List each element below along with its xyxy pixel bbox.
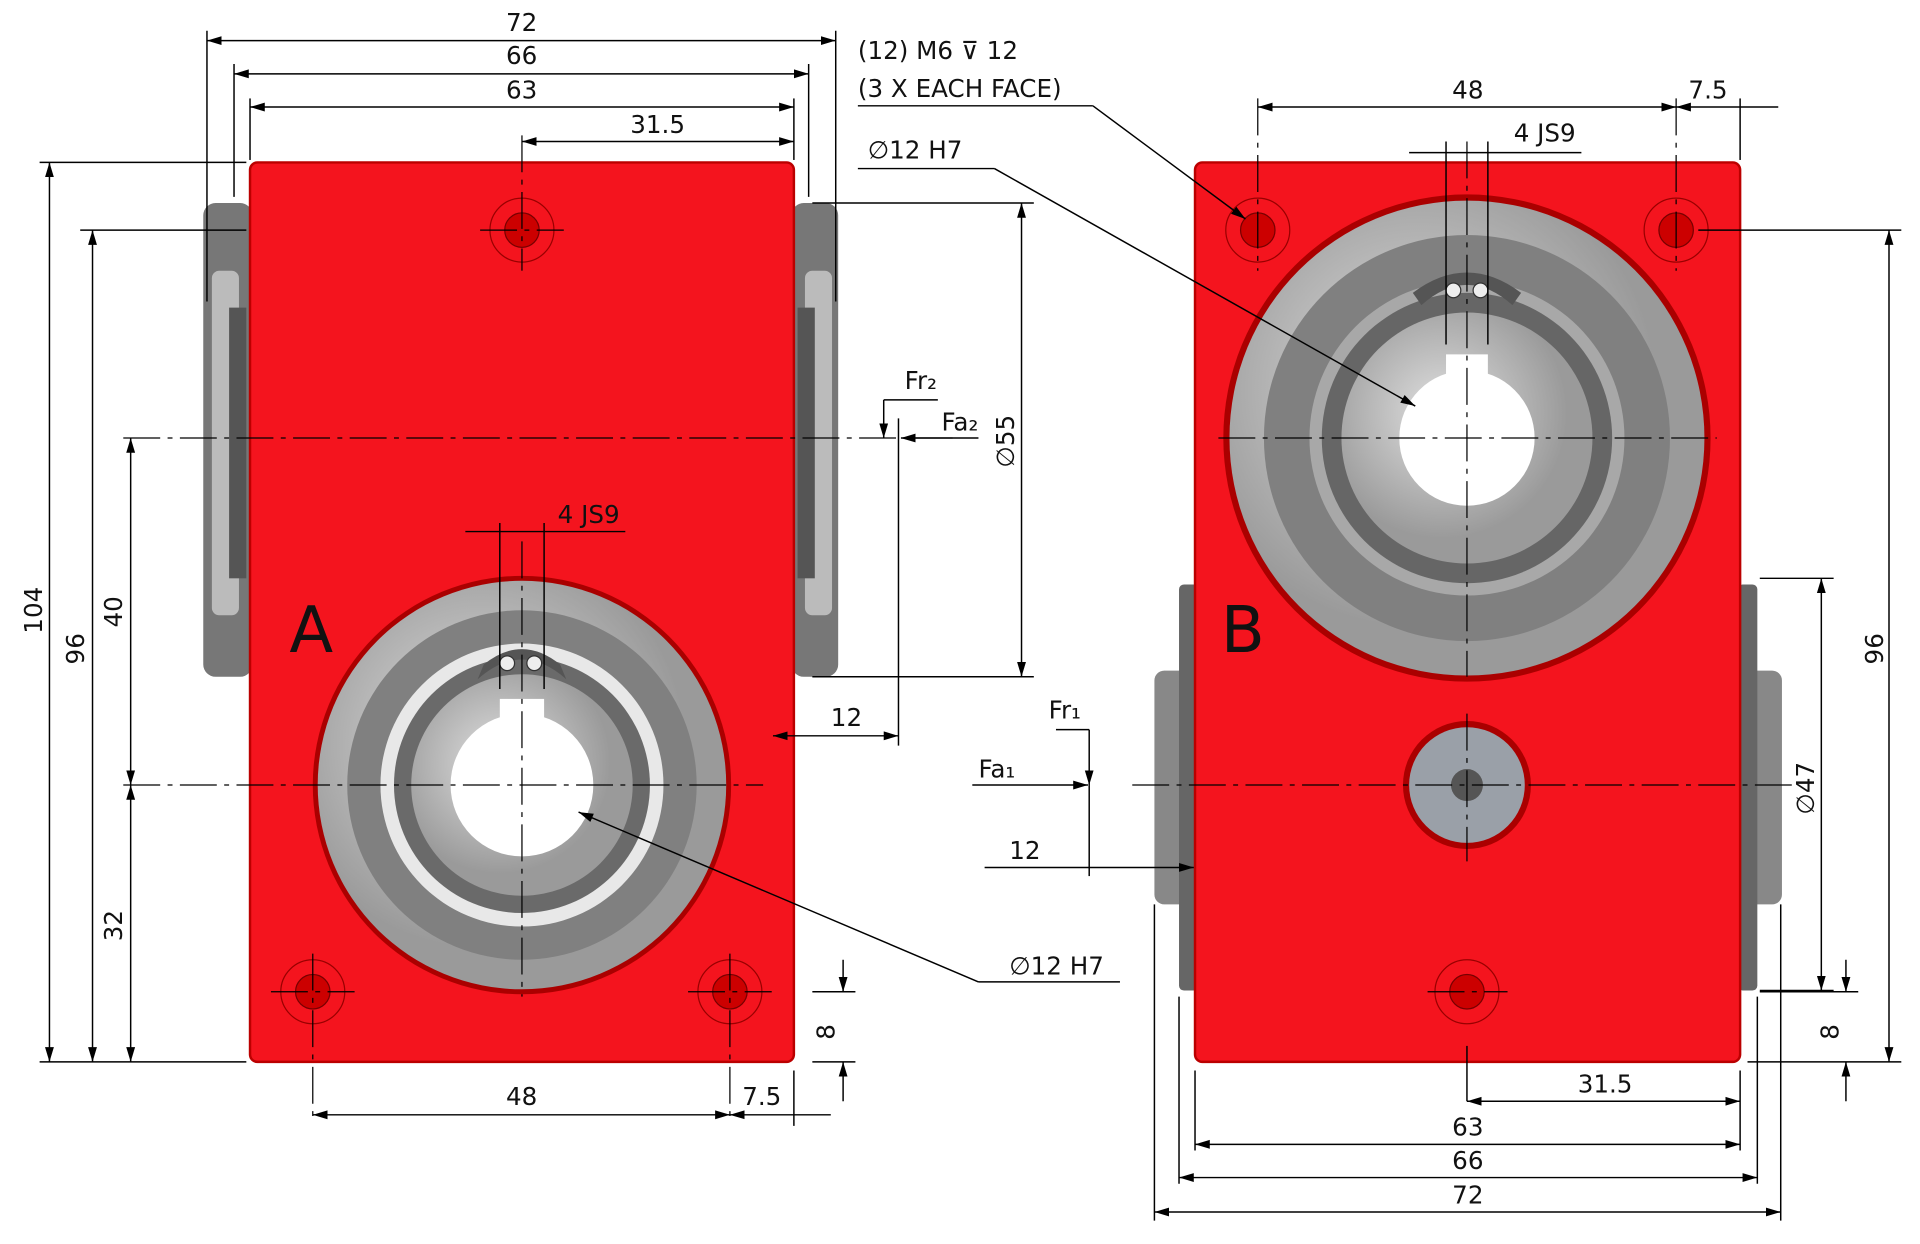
view-a-label: A (289, 594, 333, 668)
dim-72: 72 (506, 8, 537, 37)
dim-31-5: 31.5 (630, 110, 685, 139)
centerlines-b (1132, 98, 1797, 993)
label-bore-b: ∅12 H7 (868, 136, 963, 165)
dim-8-b: 8 (1816, 1024, 1845, 1040)
dim-12-b: 12 (1009, 836, 1040, 865)
dim-dia-47: ∅47 (1791, 762, 1820, 815)
label-fr1: Fr₁ (1049, 696, 1081, 725)
dim-7-5: 7.5 (742, 1082, 781, 1111)
dimension-lines-a (39, 30, 1120, 1126)
dim-66-b: 66 (1452, 1146, 1483, 1175)
dim-66: 66 (506, 41, 537, 70)
dim-96-b: 96 (1860, 633, 1889, 664)
dim-7-5-b: 7.5 (1688, 75, 1727, 104)
dim-63-b: 63 (1452, 1113, 1483, 1142)
dim-32: 32 (99, 910, 128, 941)
dimension-lines-b (857, 98, 1902, 1221)
label-fa1: Fa₁ (978, 755, 1015, 784)
dim-72-b: 72 (1452, 1180, 1483, 1209)
dim-12: 12 (831, 703, 862, 732)
label-key-a: 4 JS9 (558, 500, 620, 529)
view-b-label: B (1221, 594, 1265, 668)
label-fr2: Fr₂ (905, 366, 937, 395)
dim-63: 63 (506, 75, 537, 104)
dimension-labels-a: 72 66 63 31.5 104 96 40 32 ∅55 12 Fr₂ Fa… (19, 8, 1104, 1111)
dimension-labels-b: (12) M6 ⊽ 12 (3 X EACH FACE) ∅12 H7 48 7… (858, 36, 1889, 1209)
dim-96: 96 (61, 633, 90, 664)
centerlines-a (123, 135, 960, 1120)
label-each-face: (3 X EACH FACE) (858, 74, 1062, 103)
label-thread-spec: (12) M6 ⊽ 12 (858, 36, 1018, 65)
view-b: B (12) M6 ⊽ 12 (3 X EACH FACE) ∅12 H7 48… (857, 36, 1902, 1221)
dim-31-5-b: 31.5 (1578, 1070, 1633, 1099)
label-fa2: Fa₂ (942, 408, 979, 437)
dim-48: 48 (506, 1082, 537, 1111)
label-key-b: 4 JS9 (1514, 119, 1576, 148)
mount-holes-b (1225, 197, 1709, 1025)
label-bore-a: ∅12 H7 (1009, 952, 1104, 981)
dim-104: 104 (19, 587, 48, 634)
side-bearing-right-b (1737, 584, 1782, 991)
dim-40: 40 (99, 596, 128, 627)
dim-dia-55: ∅55 (991, 415, 1020, 468)
dim-8: 8 (811, 1024, 840, 1040)
side-bearing-left-b (1154, 584, 1199, 991)
side-bearing-right (791, 203, 839, 677)
view-a: A 72 66 63 31.5 104 96 40 (19, 8, 1120, 1126)
side-bearing-left (203, 203, 253, 677)
dim-48-b: 48 (1452, 75, 1483, 104)
